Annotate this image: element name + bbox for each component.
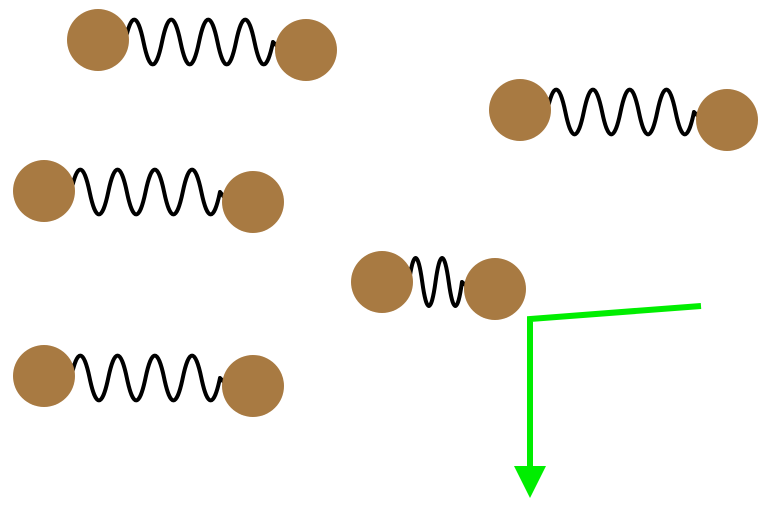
spring [69,353,230,403]
molecule-4 [351,251,526,320]
spring [123,17,283,67]
right-ball [222,355,284,417]
spring [407,256,472,308]
molecule-1 [67,9,337,81]
left-ball [67,9,129,71]
right-ball [696,89,758,151]
molecule-3 [13,345,284,417]
left-ball [13,160,75,222]
right-ball [275,19,337,81]
arrow-shaft [527,303,702,472]
left-ball [351,251,413,313]
spring [545,87,704,137]
spring [69,167,230,217]
right-ball [222,171,284,233]
molecule-2 [13,160,284,233]
arrow-head-icon [514,466,546,498]
left-ball [489,79,551,141]
molecule-5 [489,79,758,151]
left-ball [13,345,75,407]
green-arrow [514,303,702,498]
right-ball [464,258,526,320]
